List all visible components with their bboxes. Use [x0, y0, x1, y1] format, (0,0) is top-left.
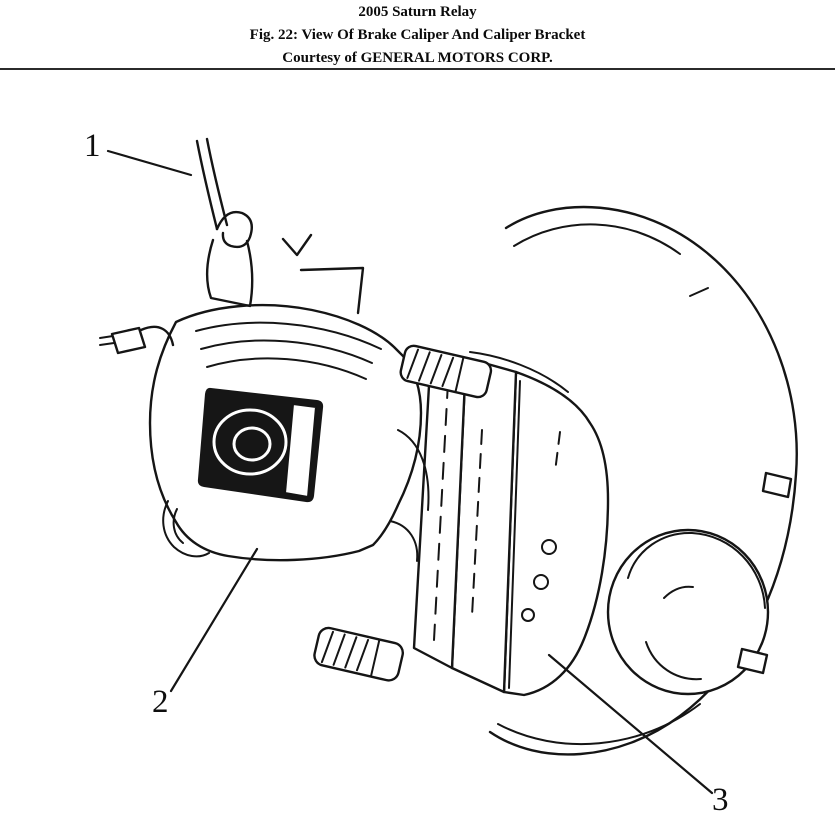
rotor-and-hub-outline [488, 205, 798, 756]
upper-guide-pin-bolt [399, 344, 493, 399]
brake-hose-and-fitting [195, 137, 254, 308]
leader-line-2 [169, 547, 259, 693]
callout-label-3: 3 [712, 782, 729, 818]
caliper-bracket-and-pads [412, 351, 610, 697]
vehicle-title: 2005 Saturn Relay [358, 4, 477, 20]
figure-caption: Fig. 22: View Of Brake Caliper And Calip… [249, 27, 586, 43]
courtesy-line: Courtesy of GENERAL MOTORS CORP. [282, 50, 553, 66]
callout-label-1: 1 [84, 128, 101, 164]
caliper-bridge-lines [389, 429, 430, 562]
bleeder-valve [99, 325, 175, 355]
leader-line-1 [106, 149, 193, 177]
callout-leader-lines [106, 149, 714, 795]
document-header: 2005 Saturn Relay Fig. 22: View Of Brake… [0, 1, 835, 70]
header-divider [0, 68, 835, 70]
brake-caliper-body [148, 303, 423, 562]
lower-guide-pin-bolt [313, 626, 405, 682]
top-detail-marks [281, 233, 365, 315]
leader-line-3 [547, 653, 714, 795]
callout-label-2: 2 [152, 684, 169, 720]
